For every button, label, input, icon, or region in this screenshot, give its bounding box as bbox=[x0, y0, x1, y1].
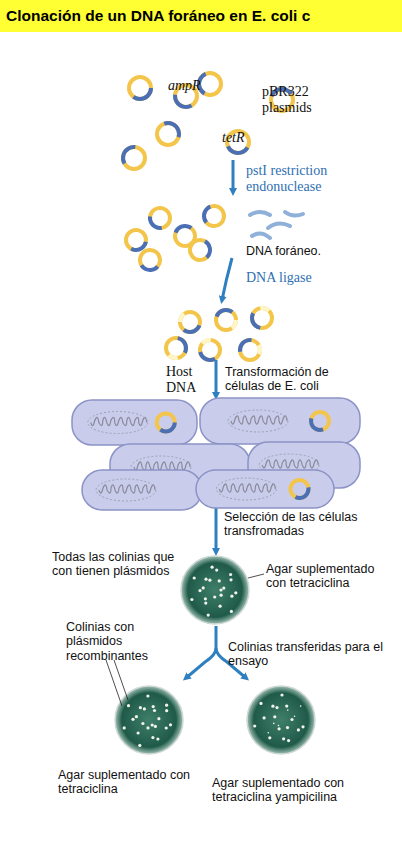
plasmid-label: pBR322 plasmids bbox=[262, 84, 352, 116]
foreign-dna-fragments bbox=[250, 212, 303, 238]
medium-label: Agar suplementado con tetraciclina bbox=[266, 562, 398, 591]
medium-label: Agar suplementado con tetraciclina bbox=[58, 768, 208, 797]
ecoli-cells bbox=[72, 398, 360, 510]
foreign-dna-label: DNA foráneo. bbox=[246, 244, 346, 258]
ligase-label: DNA ligase bbox=[246, 270, 316, 286]
medium-label: Agar suplementado con tetraciclina yampi… bbox=[212, 776, 398, 805]
dish-note: Todas las colinias que con tienen plásmi… bbox=[52, 550, 177, 579]
title-bar: Clonación de un DNA foráneo en E. coli c bbox=[0, 0, 402, 32]
colony-note: Colinias con plásmidos recombinantes bbox=[66, 620, 186, 663]
tet-label: tetR bbox=[222, 130, 262, 146]
amp-label: ampR bbox=[168, 78, 208, 94]
colonies bbox=[123, 566, 305, 747]
step-label: Transformación de células de E. coli bbox=[225, 365, 355, 394]
title: Clonación de un DNA foráneo en E. coli c bbox=[6, 7, 310, 24]
step-label: Selección de las células transfromadas bbox=[224, 510, 364, 539]
step-label: Colinias transferidas para el ensayo bbox=[228, 640, 398, 669]
enzyme-label: pstI restriction endonuclease bbox=[246, 163, 366, 195]
host-dna-label: Host DNA bbox=[166, 364, 210, 396]
